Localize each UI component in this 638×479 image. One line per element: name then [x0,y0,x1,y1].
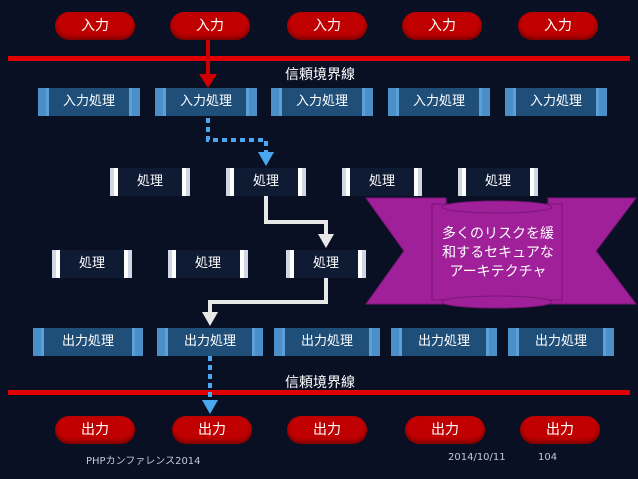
process-box: 処理 [52,250,132,278]
dotted-arrow-1 [206,118,268,152]
trust-boundary-top-line [8,56,630,61]
output-pill: 出力 [55,416,135,444]
solid-arrow-1-head [318,234,334,248]
process-box: 処理 [226,168,306,196]
solid-arrow-2 [208,278,328,314]
solid-arrow-2-head [202,312,218,326]
solid-arrow-1 [264,196,328,236]
process-box: 処理 [110,168,190,196]
process-box: 処理 [286,250,366,278]
banner-line: 和するセキュアな [442,245,554,261]
input-pill: 入力 [55,12,135,40]
trust-boundary-top-label: 信頼境界線 [285,67,355,83]
banner-shape [365,197,638,309]
input-pill: 入力 [518,12,598,40]
input-process: 入力処理 [155,88,257,116]
output-pill: 出力 [520,416,600,444]
dotted-arrow-2-head [202,400,218,414]
banner-text: 多くのリスクを緩 和するセキュアな アーキテクチャ [440,225,556,282]
output-pill: 出力 [405,416,485,444]
output-process: 出力処理 [274,328,380,356]
output-process: 出力処理 [33,328,143,356]
process-box: 処理 [168,250,248,278]
input-process: 入力処理 [505,88,607,116]
process-box: 処理 [458,168,538,196]
input-pill: 入力 [402,12,482,40]
output-process: 出力処理 [157,328,263,356]
input-arrow-head [199,74,217,88]
input-process: 入力処理 [388,88,490,116]
output-pill: 出力 [172,416,252,444]
trust-boundary-bottom-line [8,390,630,395]
input-process: 入力処理 [38,88,140,116]
trust-boundary-bottom-label: 信頼境界線 [285,375,355,391]
input-process: 入力処理 [271,88,373,116]
process-box: 処理 [342,168,422,196]
output-process: 出力処理 [391,328,497,356]
banner-line: アーキテクチャ [449,264,547,280]
footer-page-number: 104 [538,452,558,463]
dotted-arrow-1-head [258,152,274,166]
banner-line: 多くのリスクを緩 [442,226,554,242]
footer-conference: PHPカンファレンス2014 [86,456,201,467]
input-pill: 入力 [170,12,250,40]
output-process: 出力処理 [508,328,614,356]
footer-date: 2014/10/11 [448,452,506,463]
input-pill: 入力 [287,12,367,40]
output-pill: 出力 [287,416,367,444]
